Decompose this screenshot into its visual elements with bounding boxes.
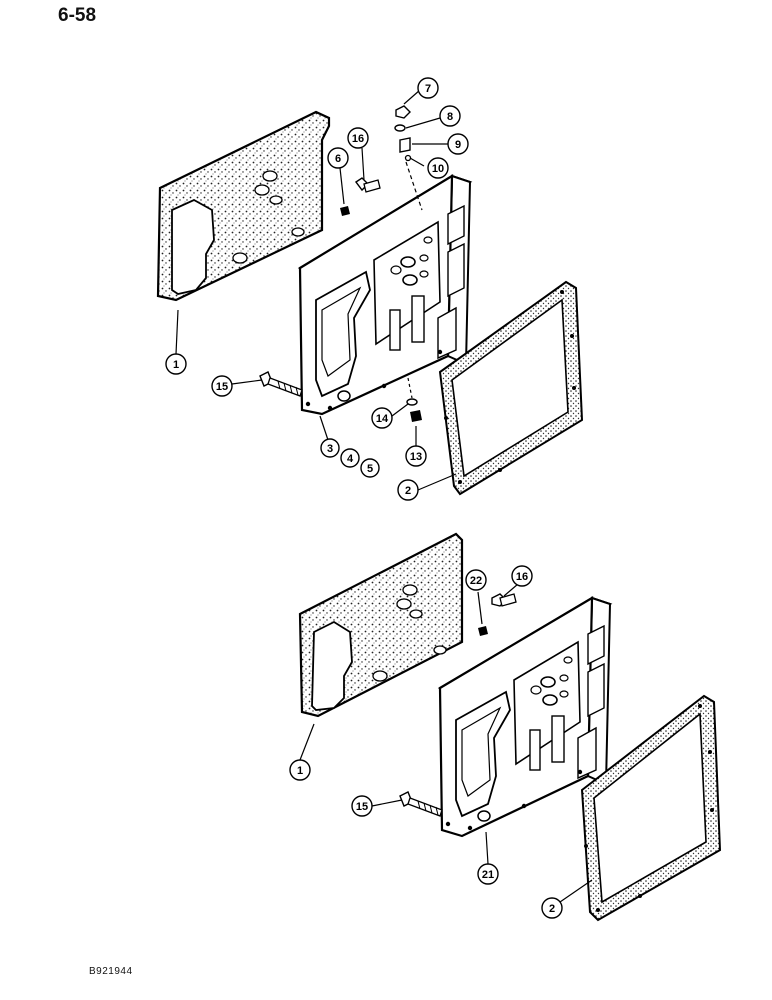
svg-text:10: 10	[432, 163, 444, 175]
svg-text:21: 21	[482, 869, 494, 881]
figure-id: B921944	[89, 966, 133, 977]
callout-7: 7	[417, 77, 439, 99]
upper-assembly: 7 8 9 10 16 6 1 15 3 4 5 14 13 2	[156, 77, 584, 501]
svg-text:3: 3	[327, 443, 333, 455]
small-parts-upper	[259, 105, 423, 422]
svg-text:2: 2	[549, 903, 555, 915]
svg-text:22: 22	[470, 575, 482, 587]
svg-text:6: 6	[335, 153, 341, 165]
svg-text:4: 4	[347, 453, 354, 465]
svg-text:2: 2	[405, 485, 411, 497]
svg-text:13: 13	[410, 451, 422, 463]
leader-lines-upper	[175, 89, 457, 491]
callout-13: 13	[405, 445, 427, 467]
callout-14: 14	[371, 407, 393, 429]
callout-9: 9	[447, 133, 469, 155]
svg-text:1: 1	[173, 359, 179, 371]
callout-3: 3	[320, 438, 340, 458]
page-number: 6-58	[58, 5, 97, 26]
svg-text:16: 16	[352, 133, 364, 145]
svg-text:9: 9	[455, 139, 461, 151]
svg-text:15: 15	[216, 381, 228, 393]
callout-15-lower: 15	[351, 795, 373, 817]
callout-15: 15	[211, 375, 233, 397]
callout-10: 10	[427, 157, 449, 179]
svg-text:14: 14	[376, 413, 389, 425]
callout-21-lower: 21	[477, 863, 499, 885]
separator-plate-upper	[156, 110, 331, 302]
gasket-upper	[438, 280, 584, 496]
callout-2-lower: 2	[541, 897, 563, 919]
lower-assembly: 16 22 1 15 21 2	[289, 532, 722, 922]
callout-4: 4	[340, 448, 360, 468]
callout-22-lower: 22	[465, 569, 487, 591]
svg-text:8: 8	[447, 111, 453, 123]
callout-8: 8	[439, 105, 461, 127]
svg-text:5: 5	[367, 463, 373, 475]
callout-16: 16	[347, 127, 369, 149]
small-parts-lower	[399, 593, 517, 817]
svg-text:16: 16	[516, 571, 528, 583]
svg-text:15: 15	[356, 801, 368, 813]
svg-text:1: 1	[297, 765, 303, 777]
callout-1-lower: 1	[289, 759, 311, 781]
valve-body-upper	[297, 174, 473, 416]
gasket-lower	[580, 694, 722, 922]
callout-16-lower: 16	[511, 565, 533, 587]
callout-1: 1	[165, 353, 187, 375]
callout-5: 5	[360, 458, 380, 478]
leader-lines-lower	[299, 583, 593, 903]
callout-6: 6	[327, 147, 349, 169]
svg-text:7: 7	[425, 83, 431, 95]
separator-plate-lower	[298, 532, 464, 718]
callout-2: 2	[397, 479, 419, 501]
